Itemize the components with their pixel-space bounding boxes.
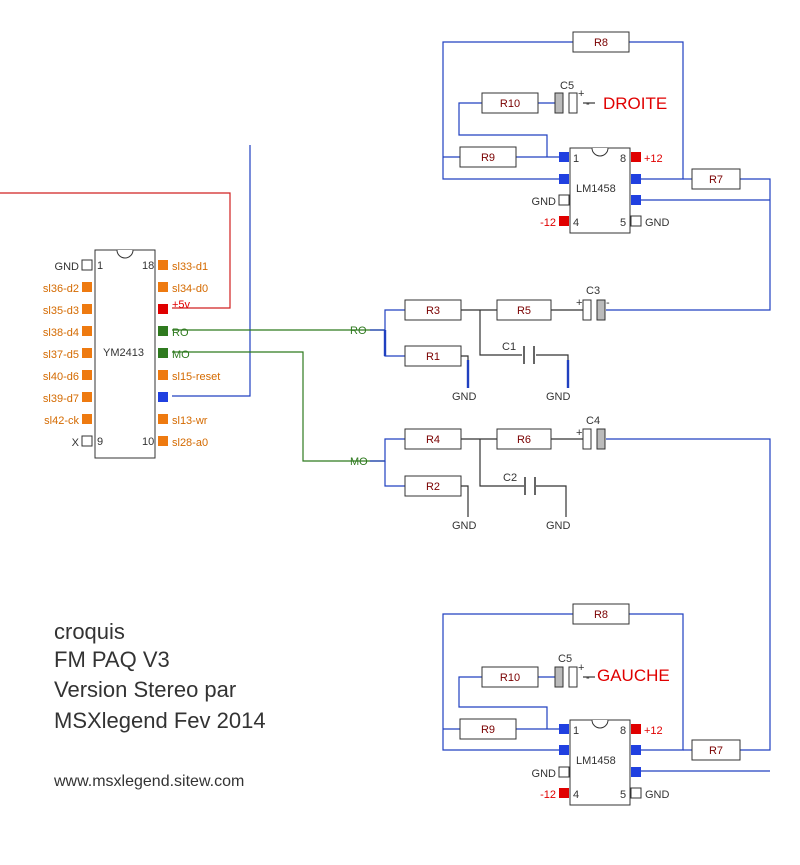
ym-right-pin: sl33-d1 <box>172 261 208 273</box>
bot-r8: R8 <box>594 609 608 621</box>
ym-right-pin: sl13-wr <box>172 415 208 427</box>
bot-c5: C5 <box>558 653 572 665</box>
bot-amp-p5: 5 <box>620 789 626 801</box>
ym-left-pin: X <box>72 437 80 449</box>
wire-5v <box>0 192 231 309</box>
top-r7: R7 <box>709 174 723 186</box>
bot-c5-plus: + <box>578 662 584 674</box>
output-droite: DROITE <box>603 94 667 113</box>
ym-left-pin: sl40-d6 <box>43 371 79 383</box>
top-amp-p8: 8 <box>620 153 626 165</box>
gnd-r1: GND <box>452 391 477 403</box>
wire-mo <box>172 351 385 462</box>
top-amp-gnd-left: GND <box>532 196 557 208</box>
gnd-r2: GND <box>452 520 477 532</box>
ym-right-pin: RO <box>172 327 189 339</box>
ym-pin1-num: 1 <box>97 260 103 272</box>
gnd-c1: GND <box>546 391 571 403</box>
ym-name: YM2413 <box>103 347 144 359</box>
ym-right-pin: MO <box>172 349 190 361</box>
top-amp-p4: 4 <box>573 217 579 229</box>
gnd-c2: GND <box>546 520 571 532</box>
top-c5-plus: + <box>578 88 584 100</box>
bot-amp-name: LM1458 <box>576 755 616 767</box>
bot-amp-gnd-left: GND <box>532 768 557 780</box>
r1-label: R1 <box>426 351 440 363</box>
ym-left-pin: sl35-d3 <box>43 305 79 317</box>
bot-amp-gnd-right: GND <box>645 789 670 801</box>
top-r10: R10 <box>500 98 520 110</box>
output-gauche: GAUCHE <box>597 666 670 685</box>
ym-left-pin: sl36-d2 <box>43 283 79 295</box>
top-amp-plus12: +12 <box>644 153 663 165</box>
bot-amp-p8: 8 <box>620 725 626 737</box>
ym-pin10-num: 10 <box>142 436 154 448</box>
r3-label: R3 <box>426 305 440 317</box>
ym-right-pin: sl34-d0 <box>172 283 208 295</box>
wires <box>0 41 771 772</box>
c3-plus: + <box>576 297 582 309</box>
wire-reset <box>172 145 251 397</box>
bot-r7: R7 <box>709 745 723 757</box>
ym-right-pin: sl28-a0 <box>172 437 208 449</box>
bot-amp-p1: 1 <box>573 725 579 737</box>
ym-left-pin: GND <box>55 261 80 273</box>
ym-left-pin: sl42-ck <box>44 415 79 427</box>
bot-amp-p4: 4 <box>573 789 579 801</box>
top-amp-name: LM1458 <box>576 183 616 195</box>
note-line2: FM PAQ V3 <box>54 647 170 672</box>
note-line4: MSXlegend Fev 2014 <box>54 708 266 733</box>
r6-label: R6 <box>517 434 531 446</box>
top-c5: C5 <box>560 80 574 92</box>
c4-label: C4 <box>586 415 600 427</box>
top-amp-p1: 1 <box>573 153 579 165</box>
c4-plus: + <box>576 427 582 439</box>
ym-right-pin: sl15-reset <box>172 371 220 383</box>
top-amp-minus12: -12 <box>540 217 556 229</box>
mo-label: MO <box>350 456 368 468</box>
bot-out-minus: - <box>586 672 590 684</box>
bot-amp-plus12: +12 <box>644 725 663 737</box>
website-url: www.msxlegend.sitew.com <box>53 773 244 790</box>
ro-mo-network: RO MO R3 R5 R1 C1 C3 + - GND GND R4 R6 R… <box>350 285 610 532</box>
ym-pin9-num: 9 <box>97 436 103 448</box>
ym-left-pin: sl39-d7 <box>43 393 79 405</box>
top-out-minus: - <box>586 98 590 110</box>
c1-label: C1 <box>502 341 516 353</box>
ym-left-pin: sl37-d5 <box>43 349 79 361</box>
r4-label: R4 <box>426 434 440 446</box>
note-line3: Version Stereo par <box>54 677 236 702</box>
r2-label: R2 <box>426 481 440 493</box>
top-r9: R9 <box>481 152 495 164</box>
top-amp-gnd-right: GND <box>645 217 670 229</box>
bot-amp-minus12: -12 <box>540 789 556 801</box>
bot-r10: R10 <box>500 672 520 684</box>
c3-minus: - <box>606 297 610 309</box>
ym-right-pin: +5v <box>172 299 191 311</box>
notes: croquis FM PAQ V3 Version Stereo par MSX… <box>53 619 266 790</box>
ym-left-pin: sl38-d4 <box>43 327 79 339</box>
top-amp-p5: 5 <box>620 217 626 229</box>
r5-label: R5 <box>517 305 531 317</box>
top-r8: R8 <box>594 37 608 49</box>
ym2413-chip: YM2413 1 9 10 18 GND sl36-d2 sl35-d3 sl3… <box>43 249 220 459</box>
bot-r9: R9 <box>481 724 495 736</box>
note-line1: croquis <box>54 619 125 644</box>
ym-pin18-num: 18 <box>142 260 154 272</box>
c2-label: C2 <box>503 472 517 484</box>
c3-label: C3 <box>586 285 600 297</box>
top-channel-droite: R8 R10 R9 R7 C5 + - DROITE LM1458 1 4 5 … <box>459 31 741 234</box>
bottom-channel-gauche: R8 R10 R9 R7 C5 + - GAUCHE LM1458 1 4 5 … <box>459 603 741 806</box>
ro-label: RO <box>350 325 367 337</box>
